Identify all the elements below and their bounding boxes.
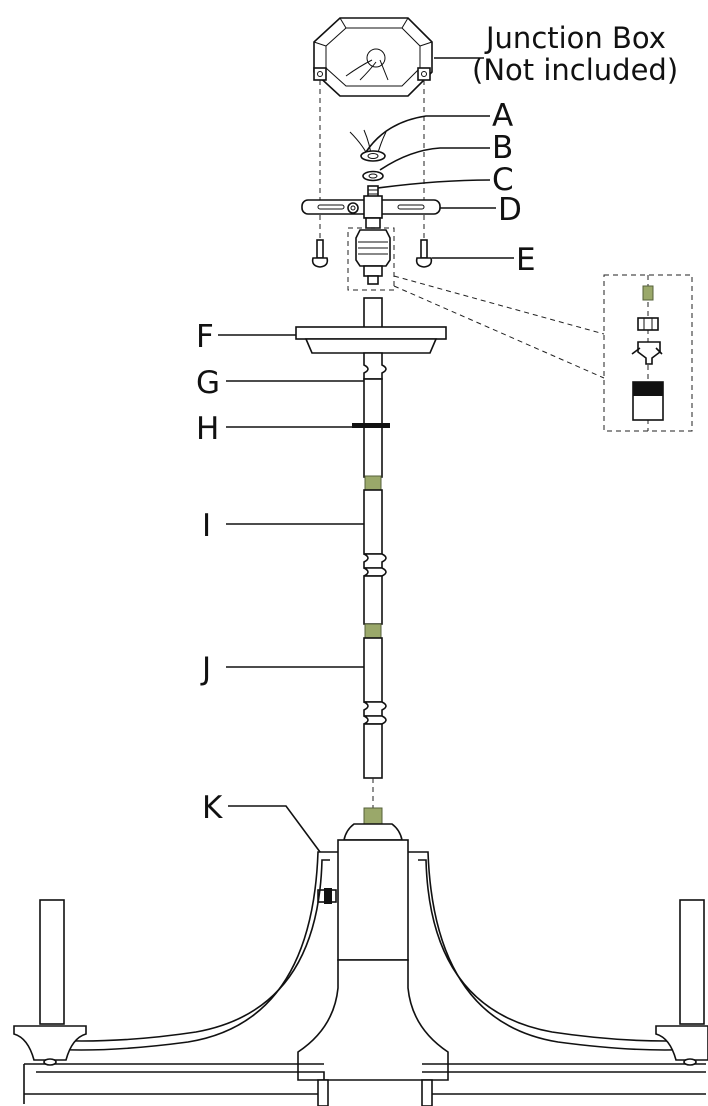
label-b: B <box>492 130 513 166</box>
not-included-label: (Not included) <box>472 53 678 87</box>
junction-box-label: Junction Box <box>484 21 666 55</box>
label-c: C <box>492 162 514 198</box>
swivel-hub <box>355 217 391 285</box>
junction-box <box>313 17 433 97</box>
label-i: I <box>202 508 211 544</box>
mounting-screw-right <box>415 239 433 268</box>
lock-washer-b <box>362 170 384 182</box>
downrod-g <box>363 352 387 478</box>
canopy-f <box>295 326 447 354</box>
label-g: G <box>196 365 220 401</box>
downrod-i <box>363 489 387 625</box>
fixture-body-k <box>13 807 708 1106</box>
label-f: F <box>196 319 214 355</box>
label-j: J <box>200 651 211 687</box>
downrod-j <box>363 637 387 779</box>
mounting-crossbar-d <box>301 195 441 219</box>
detail-inset <box>603 274 693 432</box>
washer-h <box>352 423 390 428</box>
label-h: H <box>196 411 219 447</box>
label-d: D <box>498 192 522 228</box>
label-a: A <box>492 98 513 134</box>
mounting-screw-left <box>311 239 329 268</box>
label-k: K <box>202 790 223 826</box>
hex-nut-a <box>360 150 386 162</box>
label-e: E <box>516 242 536 278</box>
